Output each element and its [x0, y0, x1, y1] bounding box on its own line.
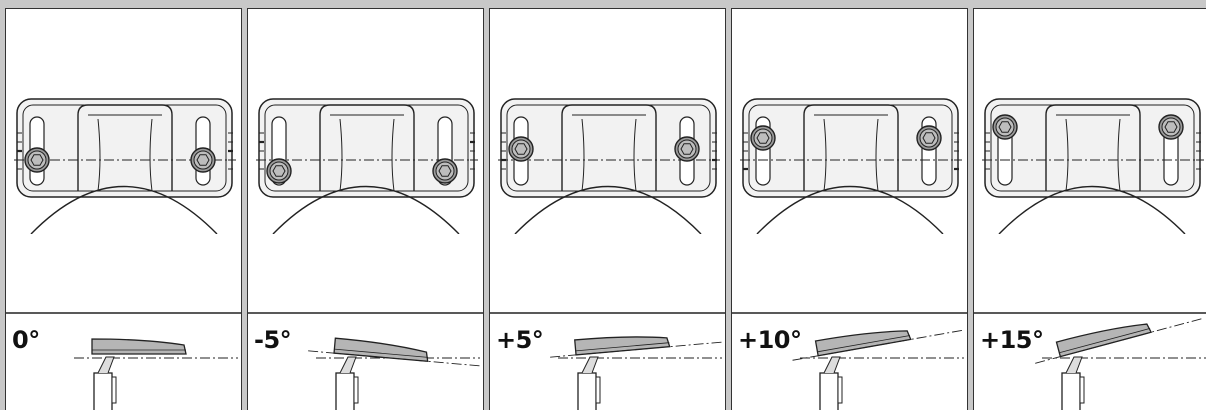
pole-mount — [819, 372, 839, 410]
tilt-line — [308, 350, 480, 367]
luminaire-head — [91, 338, 187, 355]
bolt-icon — [266, 158, 292, 184]
tilt-line — [792, 329, 963, 361]
clamp-block — [803, 104, 899, 191]
pole-outline — [998, 185, 1186, 235]
pole-outline — [514, 185, 702, 235]
angle-label: +5° — [496, 326, 544, 354]
clamp-block — [319, 104, 415, 191]
bolt-icon — [674, 136, 700, 162]
luminaire-head — [550, 336, 722, 358]
panel-drawing — [248, 98, 483, 410]
tilt-line — [1035, 318, 1202, 364]
bolt-icon — [916, 125, 942, 151]
bracket-top-view — [490, 98, 725, 314]
angle-panel: -5° — [247, 8, 484, 410]
panel-drawing — [732, 98, 967, 410]
clamp-block — [561, 104, 657, 191]
luminaire-side-view — [74, 338, 238, 410]
bracket-top-view — [6, 98, 241, 314]
panel-drawing — [490, 98, 725, 410]
mounting-plate — [258, 98, 475, 198]
angle-panel: +5° — [489, 8, 726, 410]
bolt-icon — [432, 158, 458, 184]
angle-label: +10° — [738, 326, 802, 354]
pole-outline — [30, 185, 218, 235]
angle-label: +15° — [980, 326, 1044, 354]
luminaire-head — [1035, 318, 1202, 364]
mounting-plate — [500, 98, 717, 198]
mounting-plate — [16, 98, 233, 198]
pole-mount — [335, 372, 355, 410]
mounting-plate — [742, 98, 959, 198]
angle-label: -5° — [254, 326, 292, 354]
pole-outline — [272, 185, 460, 235]
pole-mount — [1061, 372, 1081, 410]
panel-drawing — [974, 98, 1206, 410]
bolt-icon — [190, 147, 216, 173]
pole-mount — [93, 372, 113, 410]
pole-outline — [756, 185, 944, 235]
angle-panel: 0° — [5, 8, 242, 410]
luminaire-side-view — [308, 337, 480, 410]
bracket-top-view — [732, 98, 967, 314]
angle-panel: +15° — [973, 8, 1206, 410]
pole-mount — [577, 372, 597, 410]
panel-drawing — [6, 98, 241, 410]
luminaire-head — [308, 337, 480, 367]
mounting-plate — [984, 98, 1201, 198]
bolt-icon — [508, 136, 534, 162]
clamp-block — [1045, 104, 1141, 191]
clamp-block — [77, 104, 173, 191]
bracket-top-view — [248, 98, 483, 314]
luminaire-side-view — [792, 329, 964, 410]
angle-panel: +10° — [731, 8, 968, 410]
tilt-line — [550, 341, 722, 358]
luminaire-side-view — [550, 336, 722, 410]
bolt-icon — [992, 114, 1018, 140]
bolt-icon — [1158, 114, 1184, 140]
luminaire-head — [792, 329, 963, 361]
bolt-icon — [750, 125, 776, 151]
luminaire-side-view — [1035, 318, 1206, 410]
bracket-top-view — [974, 98, 1206, 314]
bolt-icon — [24, 147, 50, 173]
angle-label: 0° — [12, 326, 40, 354]
